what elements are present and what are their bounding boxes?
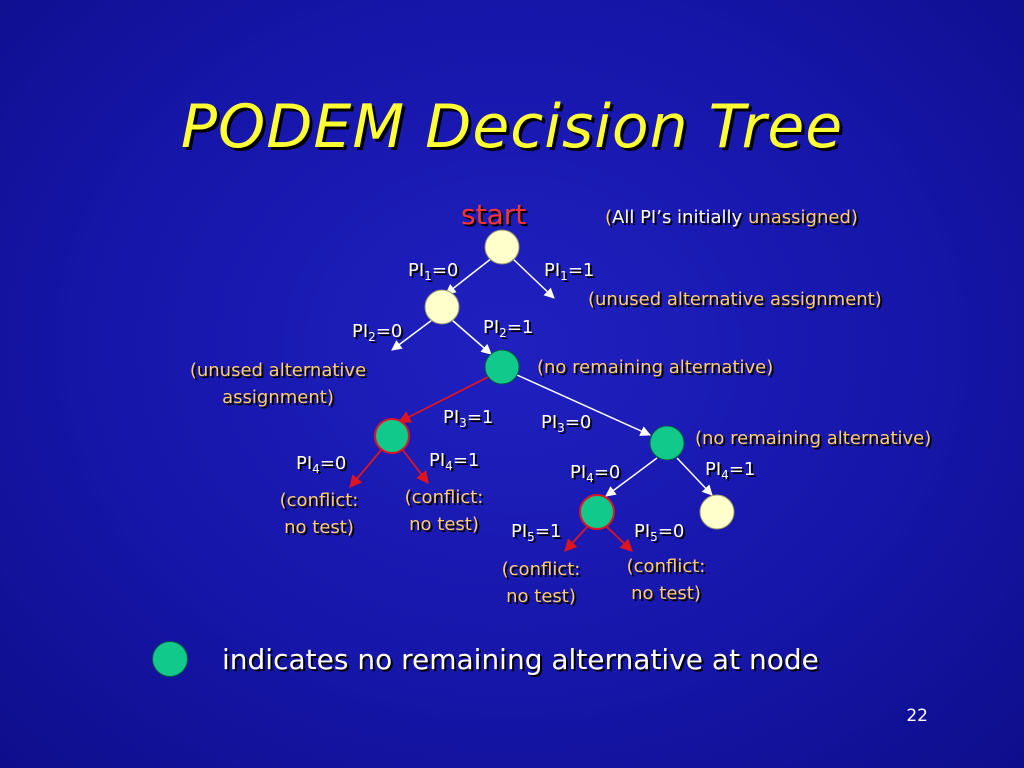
note-conflict-pi5-0-line1: (conflict:: [627, 556, 706, 577]
note-conflict-pi4-0-line2: no test): [284, 517, 354, 538]
label-pi5-0: PI5=0: [634, 521, 684, 544]
label-pi2-1: PI2=1: [483, 317, 533, 340]
label-pi4-1-left: PI4=1: [429, 450, 479, 473]
label-pi4-0-right: PI4=0: [570, 462, 620, 485]
tree-edges: [349, 257, 713, 552]
edge-pi1-0: [445, 257, 493, 295]
edge-pi4-0-right: [605, 457, 658, 497]
edge-pi4-0-left: [349, 448, 383, 488]
note-conflict-pi5-1-line1: (conflict:: [502, 559, 581, 580]
edge-pi1-1: [511, 257, 555, 299]
note-no-remaining-pi3: (no remaining alternative): [695, 428, 931, 449]
label-pi4-0-left: PI4=0: [296, 453, 346, 476]
initial-note: (All PI’s initially unassigned): [605, 207, 858, 228]
edge-pi3-1: [397, 375, 491, 423]
node-root: [484, 229, 520, 265]
page-number: 22: [906, 706, 928, 726]
label-pi1-0: PI1=0: [408, 260, 458, 283]
node-pi2-no-alternative: [484, 349, 520, 385]
note-conflict-pi5-0-line2: no test): [631, 583, 701, 604]
legend: indicates no remaining alternative at no…: [152, 640, 819, 678]
edge-pi2-1: [451, 319, 492, 355]
slide-title: PODEM Decision Tree: [180, 92, 844, 162]
edge-pi4-1-right: [676, 457, 713, 496]
node-pi1: [424, 289, 460, 325]
start-label: start: [461, 198, 526, 231]
tree-labels: start (All PI’s initially unassigned) PI…: [190, 198, 931, 607]
edge-pi2-0: [391, 319, 433, 351]
edge-pi3-0: [516, 374, 651, 436]
label-pi5-1: PI5=1: [511, 521, 561, 544]
label-pi3-1: PI3=1: [443, 407, 493, 430]
note-conflict-pi4-1-line2: no test): [409, 514, 479, 535]
edge-pi5-1: [564, 526, 588, 552]
note-unused-alt-pi2-line1: (unused alternative: [190, 360, 366, 381]
node-pi4-conflict: [579, 494, 615, 530]
legend-node-icon: [152, 641, 188, 677]
label-pi2-0: PI2=0: [352, 321, 402, 344]
note-conflict-pi4-0-line1: (conflict:: [280, 490, 359, 511]
node-pi3-conflict: [374, 418, 410, 454]
label-pi3-0: PI3=0: [541, 412, 591, 435]
node-pi3-no-alternative: [649, 425, 685, 461]
note-conflict-pi4-1-line1: (conflict:: [405, 487, 484, 508]
note-unused-alt-pi2-line2: assignment): [222, 387, 334, 408]
edge-pi5-0: [606, 526, 633, 552]
note-no-remaining-pi2: (no remaining alternative): [537, 357, 773, 378]
note-unused-alt-pi1: (unused alternative assignment): [588, 289, 882, 310]
label-pi1-1: PI1=1: [544, 260, 594, 283]
note-conflict-pi5-1-line2: no test): [506, 586, 576, 607]
edge-pi4-1-left: [401, 448, 429, 485]
tree-nodes: [374, 229, 735, 530]
node-pi4-unassigned: [699, 494, 735, 530]
label-pi4-1-right: PI4=1: [705, 459, 755, 482]
legend-text: indicates no remaining alternative at no…: [222, 642, 819, 676]
